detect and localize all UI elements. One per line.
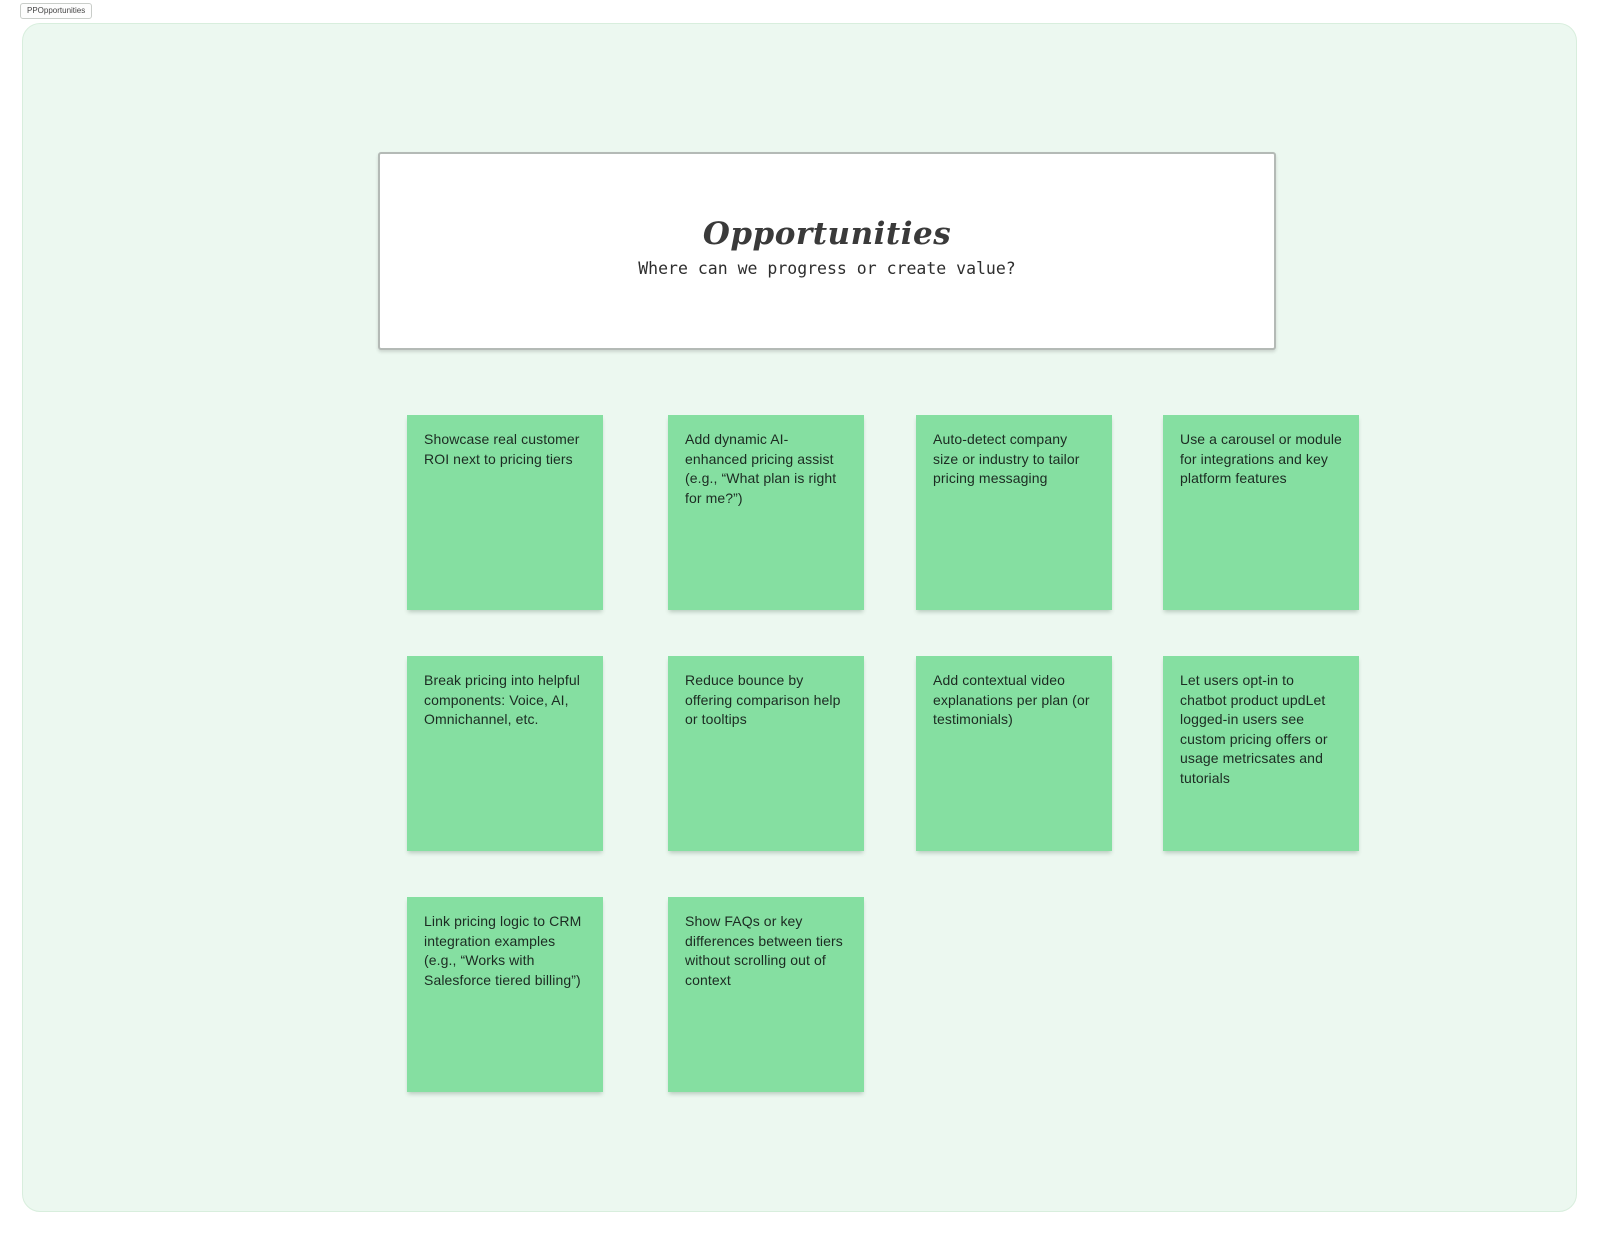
sticky-note-text: Use a carousel or module for integration… [1180, 431, 1342, 487]
sticky-note-text: Reduce bounce by offering comparison hel… [685, 672, 841, 728]
sticky-note-text: Link pricing logic to CRM integration ex… [424, 913, 582, 988]
sticky-note-text: Add dynamic AI-enhanced pricing assist (… [685, 431, 837, 506]
sticky-note[interactable]: Use a carousel or module for integration… [1163, 415, 1359, 610]
sticky-note-text: Auto-detect company size or industry to … [933, 431, 1080, 487]
sticky-note[interactable]: Let users opt-in to chatbot product updL… [1163, 656, 1359, 851]
sticky-note-text: Add contextual video explanations per pl… [933, 672, 1090, 728]
sticky-note[interactable]: Reduce bounce by offering comparison hel… [668, 656, 864, 851]
section-subtitle: Where can we progress or create value? [638, 259, 1016, 278]
sticky-note[interactable]: Auto-detect company size or industry to … [916, 415, 1112, 610]
section-tab[interactable]: PPOpportunities [20, 3, 93, 19]
sticky-note[interactable]: Break pricing into helpful components: V… [407, 656, 603, 851]
sticky-note[interactable]: Showcase real customer ROI next to prici… [407, 415, 603, 610]
sticky-note-text: Show FAQs or key differences between tie… [685, 913, 843, 988]
sticky-note-text: Showcase real customer ROI next to prici… [424, 431, 580, 467]
section-title: Opportunities [702, 216, 952, 252]
sticky-note-text: Let users opt-in to chatbot product updL… [1180, 672, 1328, 786]
sticky-note[interactable]: Show FAQs or key differences between tie… [668, 897, 864, 1092]
section-header-card[interactable]: Opportunities Where can we progress or c… [378, 152, 1276, 350]
sticky-note[interactable]: Add dynamic AI-enhanced pricing assist (… [668, 415, 864, 610]
sticky-note[interactable]: Add contextual video explanations per pl… [916, 656, 1112, 851]
sticky-note-text: Break pricing into helpful components: V… [424, 672, 580, 728]
sticky-note[interactable]: Link pricing logic to CRM integration ex… [407, 897, 603, 1092]
